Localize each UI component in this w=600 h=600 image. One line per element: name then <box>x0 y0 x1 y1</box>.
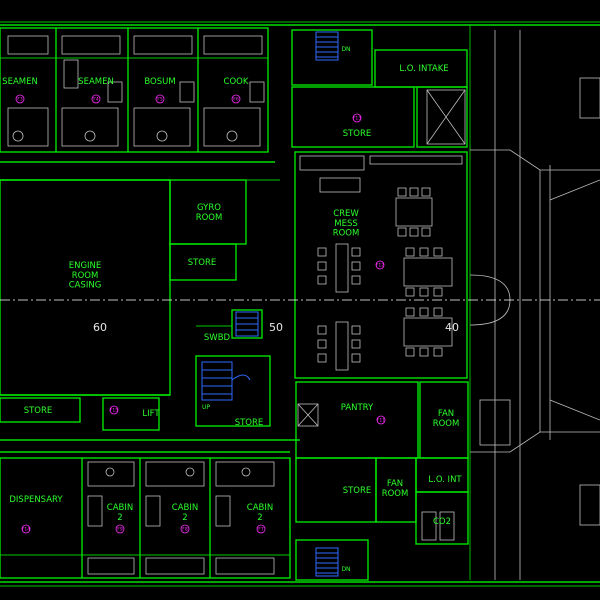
room-label-store-low: STORE <box>235 418 264 428</box>
stair-tag-dn-bottom: DN <box>341 566 350 573</box>
marker-f5: F5 <box>155 94 165 104</box>
room-label-seamen-2: SEAMEN <box>78 77 114 87</box>
hull-outline <box>469 30 600 580</box>
marker-f6-label: F6 <box>233 97 239 103</box>
room-label-cook: COOK <box>224 77 249 87</box>
top-cabin-furniture <box>7 35 265 147</box>
marker-f9-label: F9 <box>117 527 123 533</box>
room-label-store-bottom: STORE <box>343 486 372 496</box>
stair-tag-up: UP <box>202 404 210 411</box>
marker-f3: F3 <box>15 94 25 104</box>
marker-f11: F11 <box>376 415 386 425</box>
marker-f12-label: F12 <box>376 263 384 269</box>
stair-bottom-right <box>315 547 339 577</box>
room-label-lo-int: L.O. INT <box>428 475 462 485</box>
room-label-swbd: SWBD <box>204 333 231 343</box>
room-label-store-mid: STORE <box>188 258 217 268</box>
marker-f7-label: F7 <box>258 527 264 533</box>
marker-f7: F7 <box>256 524 266 534</box>
mess-chairs <box>317 187 443 363</box>
marker-f11-label: F11 <box>377 418 385 424</box>
marker-f8: F8 <box>180 524 190 534</box>
room-label-seamen-1: SEAMEN <box>2 77 38 87</box>
frame-number-60: 60 <box>93 321 107 334</box>
bottom-cabin-furniture <box>87 461 275 575</box>
marker-f5-label: F5 <box>157 97 163 103</box>
mess-furniture <box>299 155 463 371</box>
marker-f4: F4 <box>91 94 101 104</box>
room-label-store-left: STORE <box>24 406 53 416</box>
marker-f8-label: F8 <box>182 527 188 533</box>
room-label-dispensary: DISPENSARY <box>9 495 63 505</box>
room-label-lo-intake: L.O. INTAKE <box>399 64 448 74</box>
frame-number-40: 40 <box>445 321 459 334</box>
room-label-lift: LIFT <box>142 409 160 419</box>
marker-f13-label: F13 <box>353 116 361 122</box>
marker-f13: F13 <box>352 113 362 123</box>
stair-central <box>201 311 259 401</box>
marker-f14-label: F14 <box>22 527 30 533</box>
room-label-pantry: PANTRY <box>341 403 374 413</box>
marker-f14: F14 <box>21 524 31 534</box>
room-label-co2: CO2 <box>433 517 451 527</box>
marker-f6: F6 <box>231 94 241 104</box>
room-label-bosum: BOSUM <box>144 77 175 87</box>
stair-tag-dn-top: DN <box>341 46 350 53</box>
stair-top-right <box>315 31 339 61</box>
marker-f9: F9 <box>115 524 125 534</box>
marker-f15: F15 <box>109 405 119 415</box>
marker-f12: F12 <box>375 260 385 270</box>
frame-number-50: 50 <box>269 321 283 334</box>
marker-f15-label: F15 <box>110 408 118 414</box>
room-label-store-f13: STORE <box>343 129 372 139</box>
marker-f3-label: F3 <box>17 97 23 103</box>
equipment <box>297 89 466 541</box>
marker-f4-label: F4 <box>93 97 99 103</box>
walls <box>0 21 600 587</box>
